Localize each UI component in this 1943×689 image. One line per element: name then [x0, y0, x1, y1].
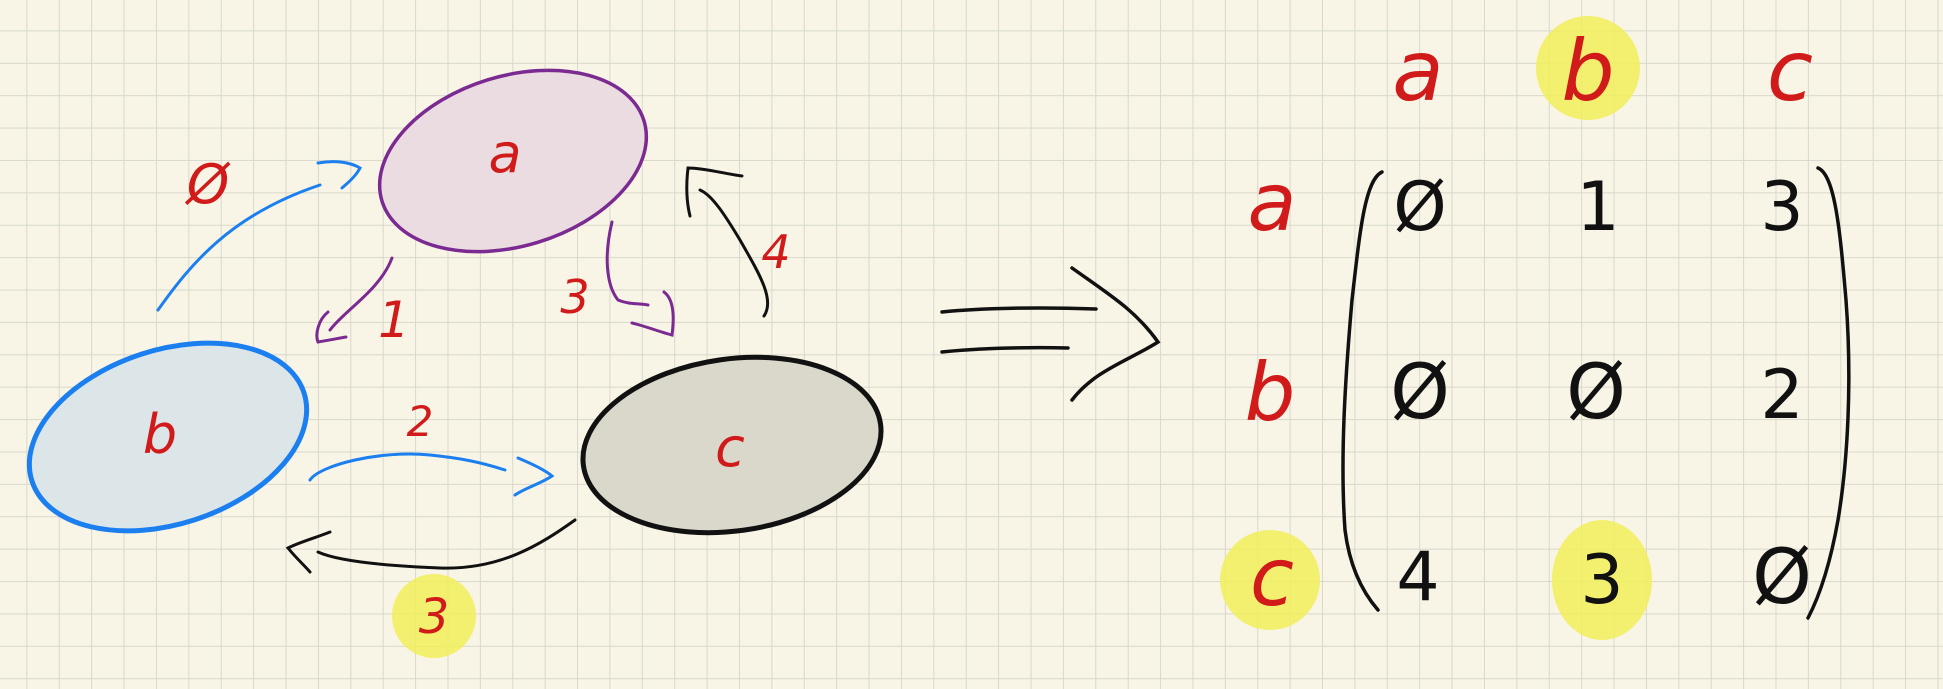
edge-c-to-a-weight: 4 [761, 225, 790, 279]
node-b-label: b [143, 403, 177, 466]
node-c-label: c [715, 416, 745, 479]
edge-c-to-a [685, 166, 770, 318]
implies-arrow [940, 266, 1161, 402]
edge-a-to-b-weight: 1 [378, 291, 410, 349]
column-header-c: c [1767, 22, 1813, 120]
row-header-c: c [1250, 531, 1294, 624]
node-b-ellipse [26, 340, 310, 534]
matrix-left-bracket [1341, 170, 1384, 612]
column-header-a: a [1392, 22, 1443, 120]
edge-c-to-b [285, 518, 577, 574]
cell-c-b: 3 [1580, 541, 1623, 620]
cell-b-c: 2 [1760, 356, 1803, 435]
column-header-b-highlight [1536, 16, 1640, 120]
matrix-right-bracket [1806, 166, 1851, 620]
edge-a-to-c-weight: 3 [560, 270, 589, 324]
cell-b-a: Ø [1390, 347, 1450, 436]
row-header-b: b [1245, 346, 1296, 439]
cell-c-a: 4 [1396, 538, 1439, 617]
node-a-label: a [488, 122, 521, 185]
edge-b-to-c-weight: 2 [407, 397, 434, 446]
edge-a-to-c [605, 220, 675, 337]
cell-a-a: Ø [1393, 168, 1447, 247]
cell-b-b: Ø [1566, 347, 1626, 436]
edge-b-to-a-weight: Ø [185, 153, 231, 216]
node-b: b [26, 340, 310, 534]
node-c-ellipse [580, 354, 884, 536]
cell-c-c: Ø [1752, 532, 1812, 621]
graph: a b c Ø 1 3 [26, 68, 884, 658]
edge-b-to-c [308, 452, 555, 497]
node-c: c [580, 354, 884, 536]
edge-b-to-a [156, 160, 362, 312]
row-header-c-highlight [1220, 530, 1320, 630]
edge-a-to-b [315, 256, 394, 344]
edge-c-to-b-weight: 3 [419, 589, 450, 645]
cell-c-b-highlight [1552, 520, 1652, 640]
cell-a-c: 3 [1760, 168, 1803, 247]
node-a-ellipse [377, 68, 649, 254]
row-header-a: a [1247, 156, 1296, 249]
node-a: a [377, 68, 649, 254]
cell-a-b: 1 [1576, 168, 1619, 247]
adjacency-matrix: a b c a b c Ø 1 3 Ø Ø 2 4 3 Ø [1220, 16, 1851, 640]
column-header-b: b [1561, 22, 1614, 120]
edge-c-to-b-highlight [392, 574, 476, 658]
